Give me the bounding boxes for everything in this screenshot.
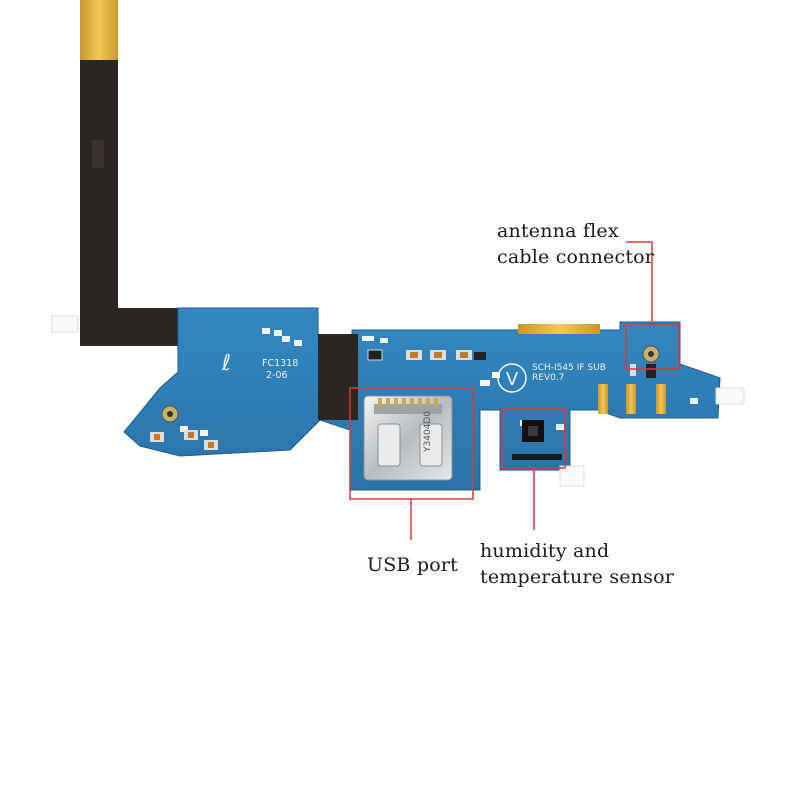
antenna-connector-left [161,405,179,423]
label-rev: REV0.7 [532,373,564,383]
sensor-callout-line2: temperature sensor [480,566,675,588]
sensor-callout-label: humidity and temperature sensor [480,538,674,590]
label-fc: FC1318 [262,358,298,369]
usb-port: Y3404D0 [363,395,453,481]
gold-pads [598,384,666,414]
logo-mark: ℓ [221,351,231,376]
usb-callout-line1: USB port [367,554,458,576]
antenna-callout-line [626,241,653,324]
flex-detail [92,140,104,168]
flex-cable [80,60,180,346]
antenna-connector [642,345,660,363]
antenna-callout-label: antenna flex cable connector [497,218,654,270]
antenna-callout-line1: antenna flex [497,220,619,242]
flex-gold-contact [80,0,118,62]
mount-tab-bottom [559,465,585,487]
callout-annotations [349,241,680,540]
flex-strip [318,334,358,420]
mount-tab-right [715,387,745,405]
usb-callout-label: USB port [367,552,458,578]
humidity-sensor [512,420,562,460]
mount-tab-left [51,315,79,333]
sensor-callout-line1: humidity and [480,540,610,562]
label-model: SCH-I545 IF SUB [532,363,606,373]
label-date: 2-06 [266,370,288,381]
v-logo-circle [497,363,527,393]
v-logo: V [506,369,519,390]
usb-port-marking: Y3404D0 [423,411,433,453]
antenna-callout-line2: cable connector [497,246,655,268]
gold-strip [518,324,600,334]
smd-components [150,349,656,450]
